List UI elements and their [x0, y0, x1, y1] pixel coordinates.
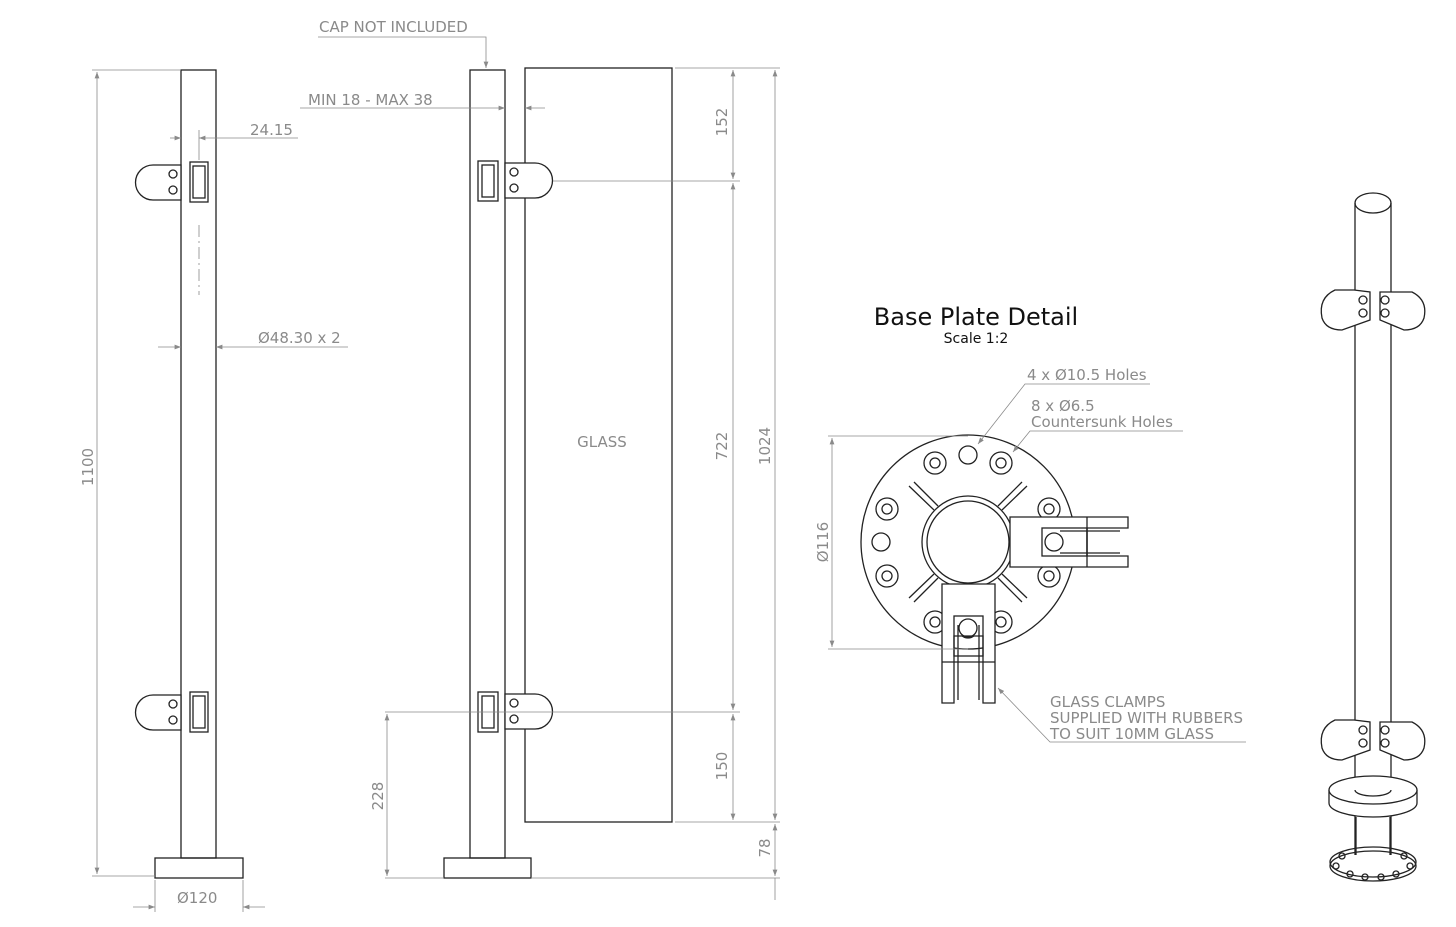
- detail-title: Base Plate Detail: [874, 303, 1078, 331]
- dim-top: 152: [713, 108, 731, 137]
- clamp-note-line3: TO SUIT 10MM GLASS: [1049, 725, 1214, 743]
- holes-note: 4 x Ø10.5 Holes: [1027, 366, 1147, 384]
- dim-floor: 78: [756, 838, 774, 857]
- gap-note: MIN 18 - MAX 38: [308, 91, 433, 109]
- front-view: GLASS CAP NOT INCLUDED MIN 18 - MAX 38 1…: [300, 18, 780, 900]
- clamp-upper: [134, 161, 209, 203]
- dim-overall-height: 1100: [79, 448, 97, 486]
- dim-lower-clamp: 228: [369, 782, 387, 811]
- detail-scale: Scale 1:2: [944, 331, 1009, 347]
- base-plate: [154, 857, 244, 879]
- dim-plate-diameter: Ø116: [814, 522, 832, 562]
- clamp-bottom: [941, 583, 996, 704]
- iso-base-cover: [1328, 775, 1418, 818]
- dim-tube-spec: Ø48.30 x 2: [258, 329, 341, 347]
- clamp-lower: [134, 691, 209, 733]
- side-view: 1100 24.15 Ø48.30 x 2 Ø120: [79, 69, 348, 912]
- post-section: [921, 495, 1015, 589]
- dim-mid: 722: [713, 432, 731, 461]
- countersunk-note-line2: Countersunk Holes: [1031, 413, 1173, 431]
- dim-base-diameter: Ø120: [177, 889, 217, 907]
- clamp-note-line2: SUPPLIED WITH RUBBERS: [1050, 709, 1243, 727]
- dim-bottom: 150: [713, 752, 731, 781]
- clamp-right: [1009, 516, 1129, 568]
- dim-glass: 1024: [756, 427, 774, 465]
- iso-clamps-lower: [1320, 719, 1426, 761]
- base-plate: [443, 857, 532, 879]
- isometric-view: [1320, 192, 1426, 882]
- iso-clamps-upper: [1320, 289, 1426, 331]
- base-plate-detail: Base Plate Detail Scale 1:2: [814, 303, 1246, 743]
- iso-base-plate: [1329, 817, 1417, 882]
- clamp-upper: [477, 160, 554, 202]
- clamp-lower: [477, 691, 554, 733]
- countersunk-note-line1: 8 x Ø6.5: [1031, 397, 1095, 415]
- clamp-note-line1: GLASS CLAMPS: [1050, 693, 1165, 711]
- dim-half-diameter: 24.15: [250, 121, 293, 139]
- glass-label: GLASS: [577, 433, 627, 451]
- cap-note: CAP NOT INCLUDED: [319, 18, 468, 36]
- glass-panel: [524, 67, 673, 823]
